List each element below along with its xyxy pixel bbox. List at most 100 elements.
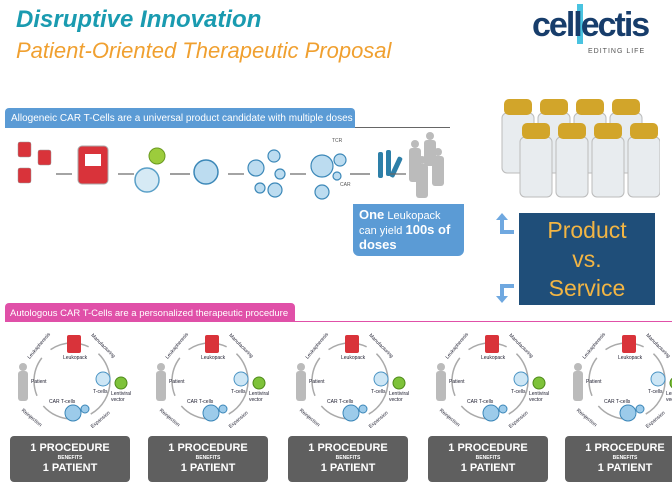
leukopack-icon	[345, 335, 359, 353]
autologous-banner: Autologous CAR T-Cells are a personalize…	[5, 303, 295, 322]
label-patient: Patient	[169, 379, 185, 385]
vector-icon	[532, 376, 546, 390]
t-cell-icon	[95, 371, 111, 387]
label-leukopack: Leukopack	[618, 355, 643, 361]
callout-bold: 100s of doses	[359, 222, 451, 252]
tcr-label: TCR	[332, 138, 343, 144]
leukopack-icon	[485, 335, 499, 353]
cycle-diagram	[573, 335, 672, 422]
procedure-box: 1 PROCEDURE BENEFITS 1 PATIENT	[428, 436, 548, 482]
divider	[295, 321, 672, 322]
procedure-line-1: 1 PROCEDURE	[168, 442, 248, 454]
cycle-diagram	[18, 335, 128, 422]
label-cart: CAR T-cells	[49, 399, 76, 405]
cycle-arrows-icon	[496, 213, 514, 303]
expanded-cells-icon	[247, 149, 347, 200]
vial-cap	[630, 123, 658, 139]
product-vs-service-box: Product vs. Service	[519, 213, 655, 305]
label-cart: CAR T-cells	[327, 399, 354, 405]
patient-icon	[296, 363, 306, 401]
callout-one: One	[359, 207, 385, 222]
label-vector: Lentiviral vector	[666, 391, 672, 403]
logo-tagline: EDITING LIFE	[588, 48, 646, 55]
vial-cap	[612, 99, 640, 115]
label-tcells: T-cells	[511, 389, 526, 395]
vial-cap	[522, 123, 550, 139]
label-vector: Lentiviral vector	[111, 391, 132, 403]
vial-cap	[576, 99, 604, 115]
vial	[519, 136, 553, 198]
label-leukopack: Leukopack	[341, 355, 366, 361]
procedure-line-3: 1 PATIENT	[320, 462, 376, 474]
label-vector: Lentiviral vector	[249, 391, 270, 403]
procedure-box: 1 PROCEDURE BENEFITS 1 PATIENT	[565, 436, 672, 482]
transduced-cell-icon	[193, 159, 219, 185]
label-tcells: T-cells	[93, 389, 108, 395]
vials-icon	[378, 150, 403, 178]
patient-icon	[18, 363, 28, 401]
divider	[355, 127, 450, 128]
car-t-cell-icon	[482, 404, 500, 422]
patient-icon	[156, 363, 166, 401]
pvs-line-3: Service	[548, 275, 626, 301]
t-cell-icon	[513, 371, 529, 387]
procedure-line-3: 1 PATIENT	[42, 462, 98, 474]
t-cell-icon	[373, 371, 389, 387]
vial-cap	[594, 123, 622, 139]
label-cart: CAR T-cells	[187, 399, 214, 405]
procedure-line-2: BENEFITS	[57, 455, 83, 461]
label-tcells: T-cells	[648, 389, 663, 395]
vector-icon	[148, 147, 166, 165]
autologous-cycle: Leukapheresis Manufacturing Leukopack T-…	[423, 332, 558, 483]
patient-icon	[436, 363, 446, 401]
cycle-diagram	[436, 335, 546, 422]
procedure-line-3: 1 PATIENT	[460, 462, 516, 474]
logo-word: cellectis	[532, 6, 650, 44]
label-cart: CAR T-cells	[604, 399, 631, 405]
patients-icon	[409, 132, 444, 198]
allogeneic-banner: Allogeneic CAR T-Cells are a universal p…	[5, 108, 355, 128]
leukopack-icon	[622, 335, 636, 353]
pvs-line-2: vs.	[572, 246, 602, 272]
procedure-line-1: 1 PROCEDURE	[308, 442, 388, 454]
product-vials-image	[501, 99, 660, 198]
label-leukopack: Leukopack	[201, 355, 226, 361]
leukopack-icon	[67, 335, 81, 353]
label-patient: Patient	[449, 379, 465, 385]
procedure-line-3: 1 PATIENT	[180, 462, 236, 474]
patient-icon	[573, 363, 583, 401]
car-label: CAR	[340, 182, 351, 188]
vector-icon	[392, 376, 406, 390]
blood-bags-icon	[17, 141, 52, 184]
t-cell-icon	[650, 371, 666, 387]
vial	[555, 136, 589, 198]
allogeneic-process-diagram: TCR CAR	[17, 132, 444, 200]
procedure-line-2: BENEFITS	[612, 455, 638, 461]
label-patient: Patient	[31, 379, 47, 385]
t-cell-icon	[134, 167, 160, 193]
autologous-cycle: Leukapheresis Manufacturing Leukopack T-…	[143, 332, 278, 483]
label-vector: Lentiviral vector	[389, 391, 410, 403]
t-cell-icon	[233, 371, 249, 387]
procedure-line-2: BENEFITS	[475, 455, 501, 461]
procedure-line-2: BENEFITS	[195, 455, 221, 461]
car-t-cell-icon	[342, 404, 360, 422]
autologous-cycle: Leukapheresis Manufacturing Leukopack T-…	[5, 332, 140, 483]
callout-mid: Leukopack can yield	[359, 210, 441, 237]
label-patient: Patient	[309, 379, 325, 385]
pvs-line-1: Product	[547, 217, 627, 243]
vial-cap	[504, 99, 532, 115]
slide-title: Disruptive Innovation	[16, 6, 262, 33]
procedure-box: 1 PROCEDURE BENEFITS 1 PATIENT	[288, 436, 408, 482]
leukopack-icon	[205, 335, 219, 353]
label-leukopack: Leukopack	[63, 355, 88, 361]
label-leukopack: Leukopack	[481, 355, 506, 361]
autologous-cycle: Leukapheresis Manufacturing Leukopack T-…	[560, 332, 672, 483]
procedure-line-2: BENEFITS	[335, 455, 361, 461]
vector-icon	[114, 376, 128, 390]
label-tcells: T-cells	[231, 389, 246, 395]
procedure-line-1: 1 PROCEDURE	[30, 442, 110, 454]
car-t-cell-icon	[202, 404, 220, 422]
vial-cap	[540, 99, 568, 115]
vial-cap	[558, 123, 586, 139]
